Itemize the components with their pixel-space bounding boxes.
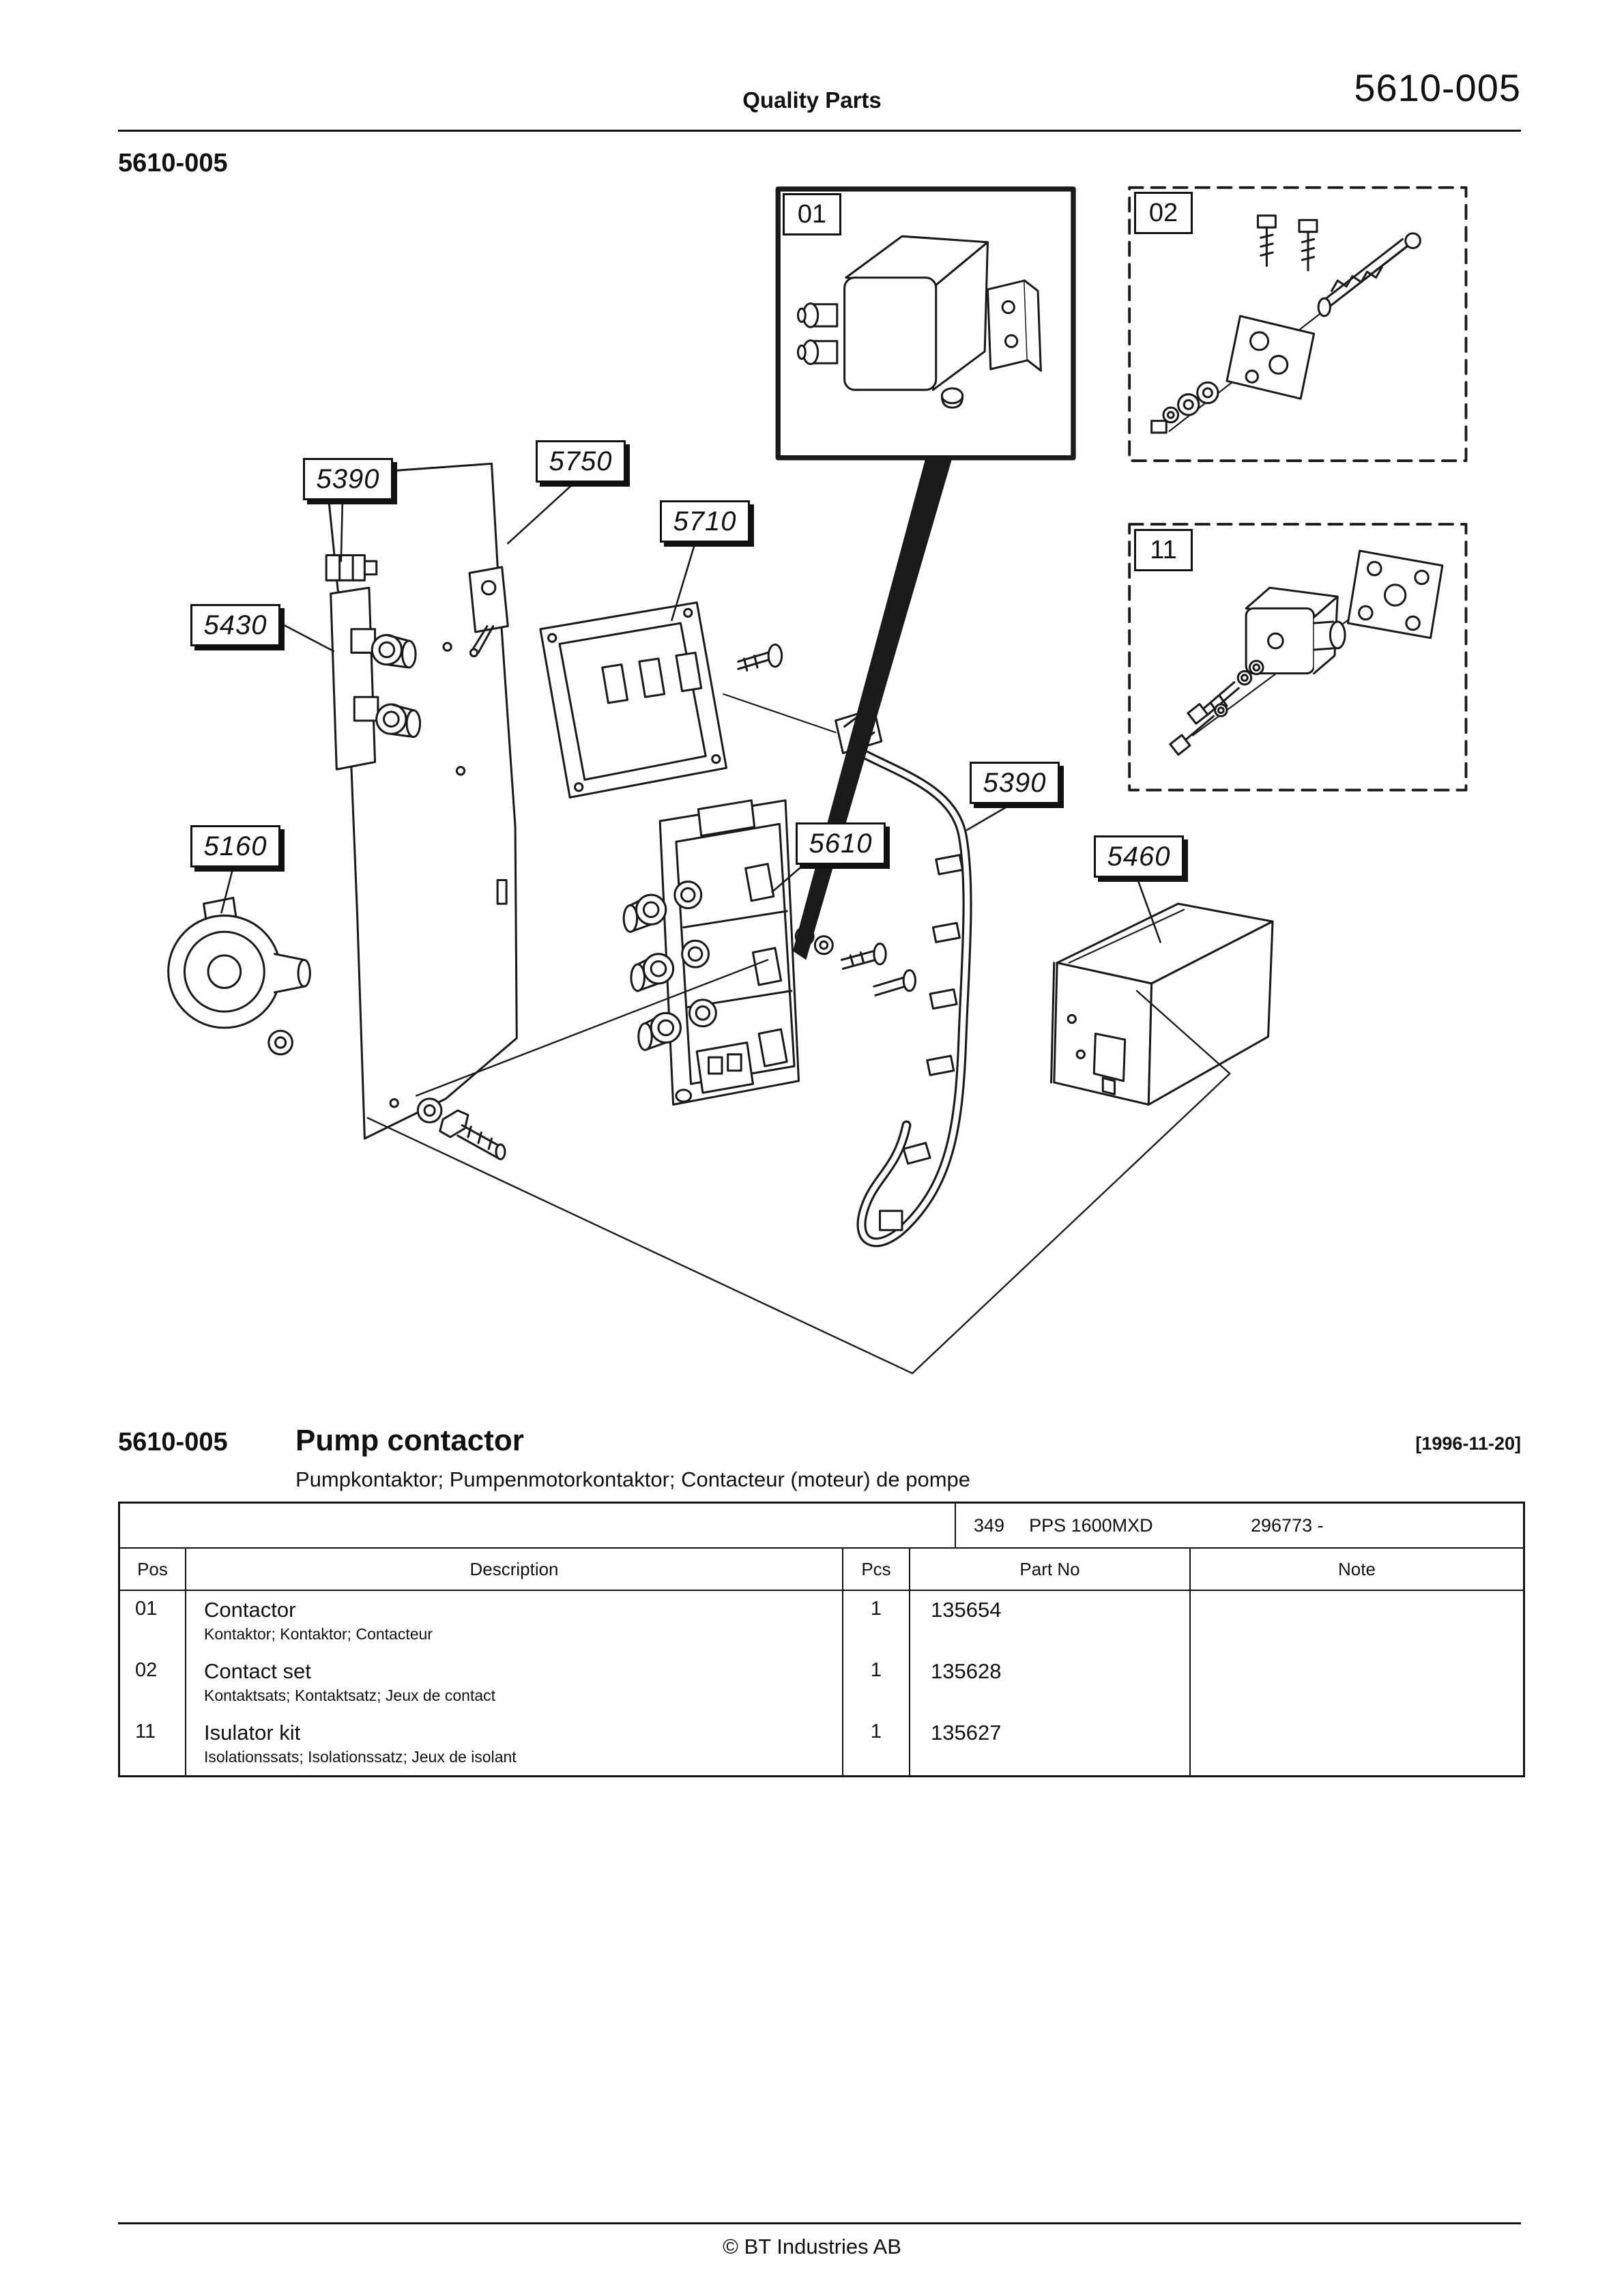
row-description: Contactor Kontaktor; Kontaktor; Contacte…: [186, 1591, 843, 1652]
terminal-bracket-drawing: [330, 586, 422, 771]
row-description: Contact set Kontaktsats; Kontaktsatz; Je…: [186, 1652, 843, 1714]
part-label-5710: 5710: [660, 500, 750, 543]
contactor-detail-drawing: [796, 235, 1042, 409]
row-pcs: 1: [843, 1714, 910, 1775]
table-meta-empty-cell: [120, 1504, 956, 1547]
description-main: Contact set: [204, 1659, 311, 1683]
description-main: Contactor: [204, 1598, 296, 1622]
serial-range: 296773 -: [1251, 1515, 1324, 1536]
section-title: Pump contactor: [295, 1424, 524, 1457]
row-note: [1191, 1591, 1523, 1652]
description-translations: Isolationssats; Isolationssatz; Jeux de …: [204, 1748, 517, 1766]
pointer-wedge: [792, 457, 953, 960]
model-name: PPS 1600MXD: [1029, 1515, 1153, 1536]
isolator-kit-detail-drawing: [1169, 549, 1444, 756]
table-row: 01 Contactor Kontaktor; Kontaktor; Conta…: [120, 1591, 1523, 1652]
projection-lines: [366, 959, 1231, 1375]
table-row: 11 Isulator kit Isolationssats; Isolatio…: [120, 1714, 1523, 1775]
switch-drawing: [468, 566, 509, 658]
row-part-no: 135628: [910, 1652, 1191, 1714]
description-main: Isulator kit: [204, 1721, 301, 1745]
row-note: [1191, 1714, 1523, 1775]
table-row: 02 Contact set Kontaktsats; Kontaktsatz;…: [120, 1652, 1523, 1714]
row-pos: 02: [120, 1652, 186, 1714]
part-label-5430: 5430: [190, 604, 280, 646]
header-title: Quality Parts: [742, 87, 882, 113]
col-header-part-no: Part No: [910, 1549, 1191, 1590]
section-date: [1996-11-20]: [1415, 1433, 1521, 1454]
table-meta-row: 349 PPS 1600MXD 296773 -: [120, 1504, 1523, 1549]
mounting-panel-drawing: [325, 462, 518, 1140]
row-pcs: 1: [843, 1591, 910, 1652]
page-code: 5610-005: [118, 149, 228, 177]
parts-table: 349 PPS 1600MXD 296773 - Pos Description…: [118, 1502, 1525, 1777]
callout-01-label: 01: [783, 193, 841, 235]
part-label-5460: 5460: [1094, 835, 1184, 878]
doc-number: 5610-005: [1354, 66, 1521, 109]
callout-02-label: 02: [1134, 192, 1193, 234]
model-number: 349: [974, 1515, 1005, 1536]
callout-11-label: 11: [1134, 529, 1193, 571]
col-header-pos: Pos: [120, 1549, 186, 1590]
cover-plate-drawing: [539, 601, 783, 799]
section-code: 5610-005: [118, 1428, 228, 1456]
row-pos: 01: [120, 1591, 186, 1652]
col-header-pcs: Pcs: [843, 1549, 910, 1590]
part-label-5390-a: 5390: [303, 458, 393, 500]
row-part-no: 135654: [910, 1591, 1191, 1652]
part-label-5750: 5750: [536, 440, 626, 483]
row-note: [1191, 1652, 1523, 1714]
contact-set-detail-drawing: [1150, 214, 1421, 434]
header-rule: [118, 130, 1521, 132]
row-part-no: 135627: [910, 1714, 1191, 1775]
section-subtitle: Pumpkontaktor; Pumpenmotorkontaktor; Con…: [295, 1467, 971, 1491]
description-translations: Kontaktor; Kontaktor; Contacteur: [204, 1625, 433, 1643]
leader-lines: [220, 480, 1161, 943]
row-pos: 11: [120, 1714, 186, 1775]
row-description: Isulator kit Isolationssats; Isolationss…: [186, 1714, 843, 1775]
contactor-assembly-drawing: [622, 799, 916, 1106]
part-label-5610: 5610: [796, 822, 886, 865]
table-header-row: Pos Description Pcs Part No Note: [120, 1549, 1523, 1591]
contactor-5460-drawing: [1049, 902, 1274, 1106]
col-header-description: Description: [186, 1549, 843, 1590]
col-header-note: Note: [1338, 1558, 1376, 1579]
row-pcs: 1: [843, 1652, 910, 1714]
footer-copyright: © BT Industries AB: [723, 2235, 901, 2258]
footer-rule: [118, 2222, 1521, 2224]
part-label-5390-b: 5390: [970, 762, 1060, 804]
horn-drawing: [167, 896, 311, 1056]
mounting-bolt-drawing: [416, 1097, 506, 1160]
description-translations: Kontaktsats; Kontaktsatz; Jeux de contac…: [204, 1687, 496, 1704]
part-label-5160: 5160: [190, 825, 280, 867]
